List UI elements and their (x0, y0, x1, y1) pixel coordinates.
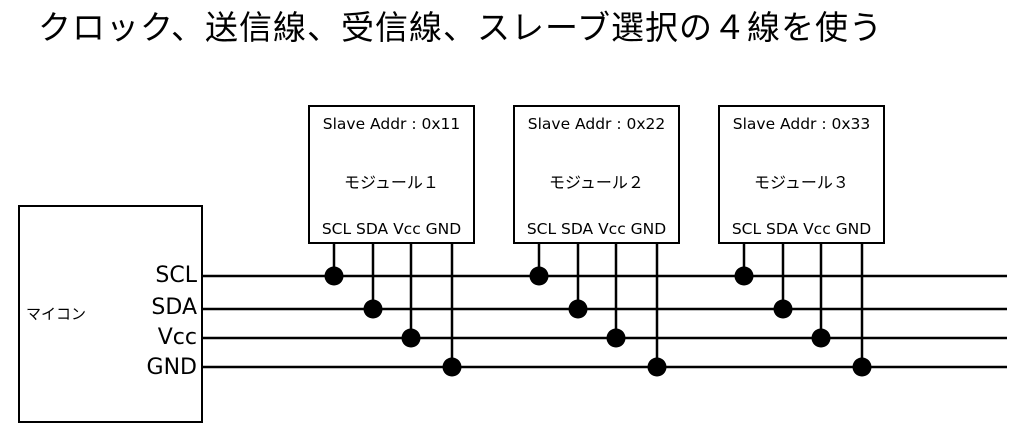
mcu-pin-scl: SCL (155, 263, 197, 288)
module-1-address: Slave Addr : 0x11 (322, 115, 461, 133)
junction-dot-module-2-gnd (647, 357, 667, 377)
module-1-pins: SCL SDA Vcc GND (321, 220, 462, 238)
module-2-pins: SCL SDA Vcc GND (526, 220, 667, 238)
junction-dot-module-1-vcc (401, 328, 421, 348)
diagram-title: クロック、送信線、受信線、スレーブ選択の４線を使う (38, 8, 884, 47)
junction-dot-module-2-scl (529, 266, 549, 286)
junction-dot-module-1-scl (324, 266, 344, 286)
module-3-name: モジュール３ (754, 173, 849, 192)
mcu-pin-gnd: GND (146, 355, 197, 380)
microcontroller-label: マイコン (26, 305, 87, 323)
module-1-box: Slave Addr : 0x11 モジュール１ SCL SDA Vcc GND (308, 105, 475, 244)
junction-dot-module-3-sda (773, 299, 793, 319)
junction-dot-module-3-gnd (852, 357, 872, 377)
junction-dot-module-3-scl (734, 266, 754, 286)
module-drops (324, 243, 872, 377)
mcu-pin-sda: SDA (151, 295, 197, 320)
module-3-box: Slave Addr : 0x33 モジュール３ SCL SDA Vcc GND (718, 105, 885, 244)
junction-dot-module-3-vcc (811, 328, 831, 348)
bus-lines (202, 274, 1007, 369)
module-1-name: モジュール１ (344, 173, 439, 192)
junction-dot-module-2-vcc (606, 328, 626, 348)
mcu-pin-vcc: Vcc (157, 325, 197, 350)
module-3-pins: SCL SDA Vcc GND (731, 220, 872, 238)
junction-dot-module-1-sda (363, 299, 383, 319)
module-2-address: Slave Addr : 0x22 (527, 115, 666, 133)
module-2-box: Slave Addr : 0x22 モジュール２ SCL SDA Vcc GND (513, 105, 680, 244)
module-2-name: モジュール２ (549, 173, 644, 192)
junction-dot-module-1-gnd (442, 357, 462, 377)
microcontroller-box: マイコン SCL SDA Vcc GND (18, 205, 203, 423)
junction-dot-module-2-sda (568, 299, 588, 319)
module-3-address: Slave Addr : 0x33 (732, 115, 871, 133)
